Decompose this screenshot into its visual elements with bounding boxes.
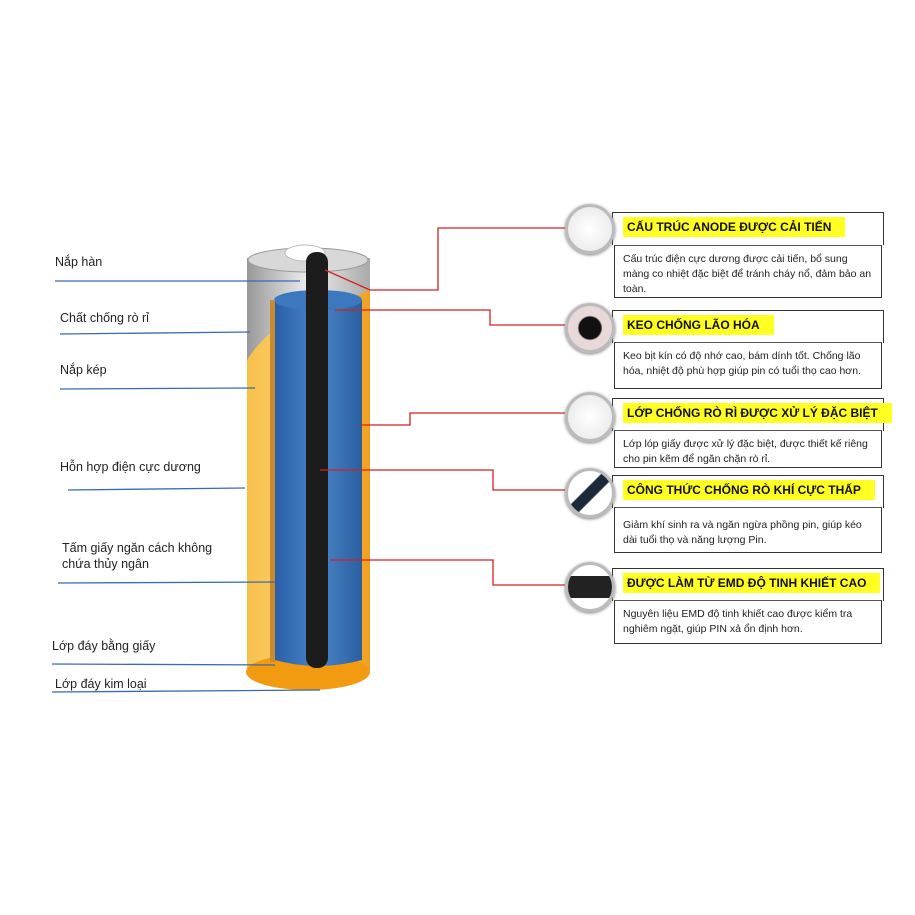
feature-title: CẤU TRÚC ANODE ĐƯỢC CẢI TIẾN	[623, 217, 846, 237]
feature-title: LỚP CHỐNG RÒ RÌ ĐƯỢC XỬ LÝ ĐẶC BIỆT	[623, 403, 892, 423]
feature-desc-2: Keo bịt kín có độ nhớ cao, bám dính tốt.…	[614, 342, 882, 389]
feature-title: KEO CHỐNG LÃO HÓA	[623, 315, 774, 335]
label-paper-bottom: Lớp đáy bằng giấy	[52, 639, 156, 653]
feature-desc-1: Cấu trúc điện cực dương được cải tiến, b…	[614, 245, 882, 298]
left-leader-lines	[51, 280, 321, 693]
feature-desc-3: Lớp lóp giấy được xử lý đặc biệt, được t…	[614, 430, 882, 468]
battery-body	[246, 244, 370, 690]
paper-roll-icon	[565, 392, 615, 442]
label-solder-cap: Nắp hàn	[55, 255, 103, 269]
feature-title-box-4: CÔNG THỨC CHỐNG RÒ KHÍ CỰC THẤP	[612, 475, 884, 508]
feature-desc-5: Nguyên liệu EMD độ tinh khiết cao được k…	[614, 600, 882, 644]
feature-desc-4: Giảm khí sinh ra và ngăn ngừa phồng pin,…	[614, 507, 882, 553]
feature-title: CÔNG THỨC CHỐNG RÒ KHÍ CỰC THẤP	[623, 480, 875, 500]
feature-title-box-3: LỚP CHỐNG RÒ RÌ ĐƯỢC XỬ LÝ ĐẶC BIỆT	[612, 398, 892, 431]
label-anti-leak: Chất chống rò rỉ	[60, 311, 149, 325]
carbon-rod-icon	[565, 468, 615, 518]
feature-title-box-2: KEO CHỐNG LÃO HÓA	[612, 310, 884, 343]
label-double-cap: Nắp kép	[60, 363, 107, 377]
right-leader-lines	[320, 227, 565, 586]
label-metal-bottom: Lớp đáy kim loại	[55, 677, 147, 691]
feature-title: ĐƯỢC LÀM TỪ EMD ĐỘ TINH KHIẾT CAO	[623, 573, 881, 593]
feature-title-box-1: CẤU TRÚC ANODE ĐƯỢC CẢI TIẾN	[612, 212, 884, 245]
feature-title-box-5: ĐƯỢC LÀM TỪ EMD ĐỘ TINH KHIẾT CAO	[612, 568, 884, 601]
anode-cap-icon	[565, 204, 615, 254]
label-cathode-mix: Hỗn hợp điện cực dương	[60, 460, 201, 474]
label-separator: Tấm giấy ngăn cách không chứa thủy ngân	[62, 541, 213, 571]
emd-block-icon	[565, 562, 615, 612]
seal-icon	[565, 303, 615, 353]
